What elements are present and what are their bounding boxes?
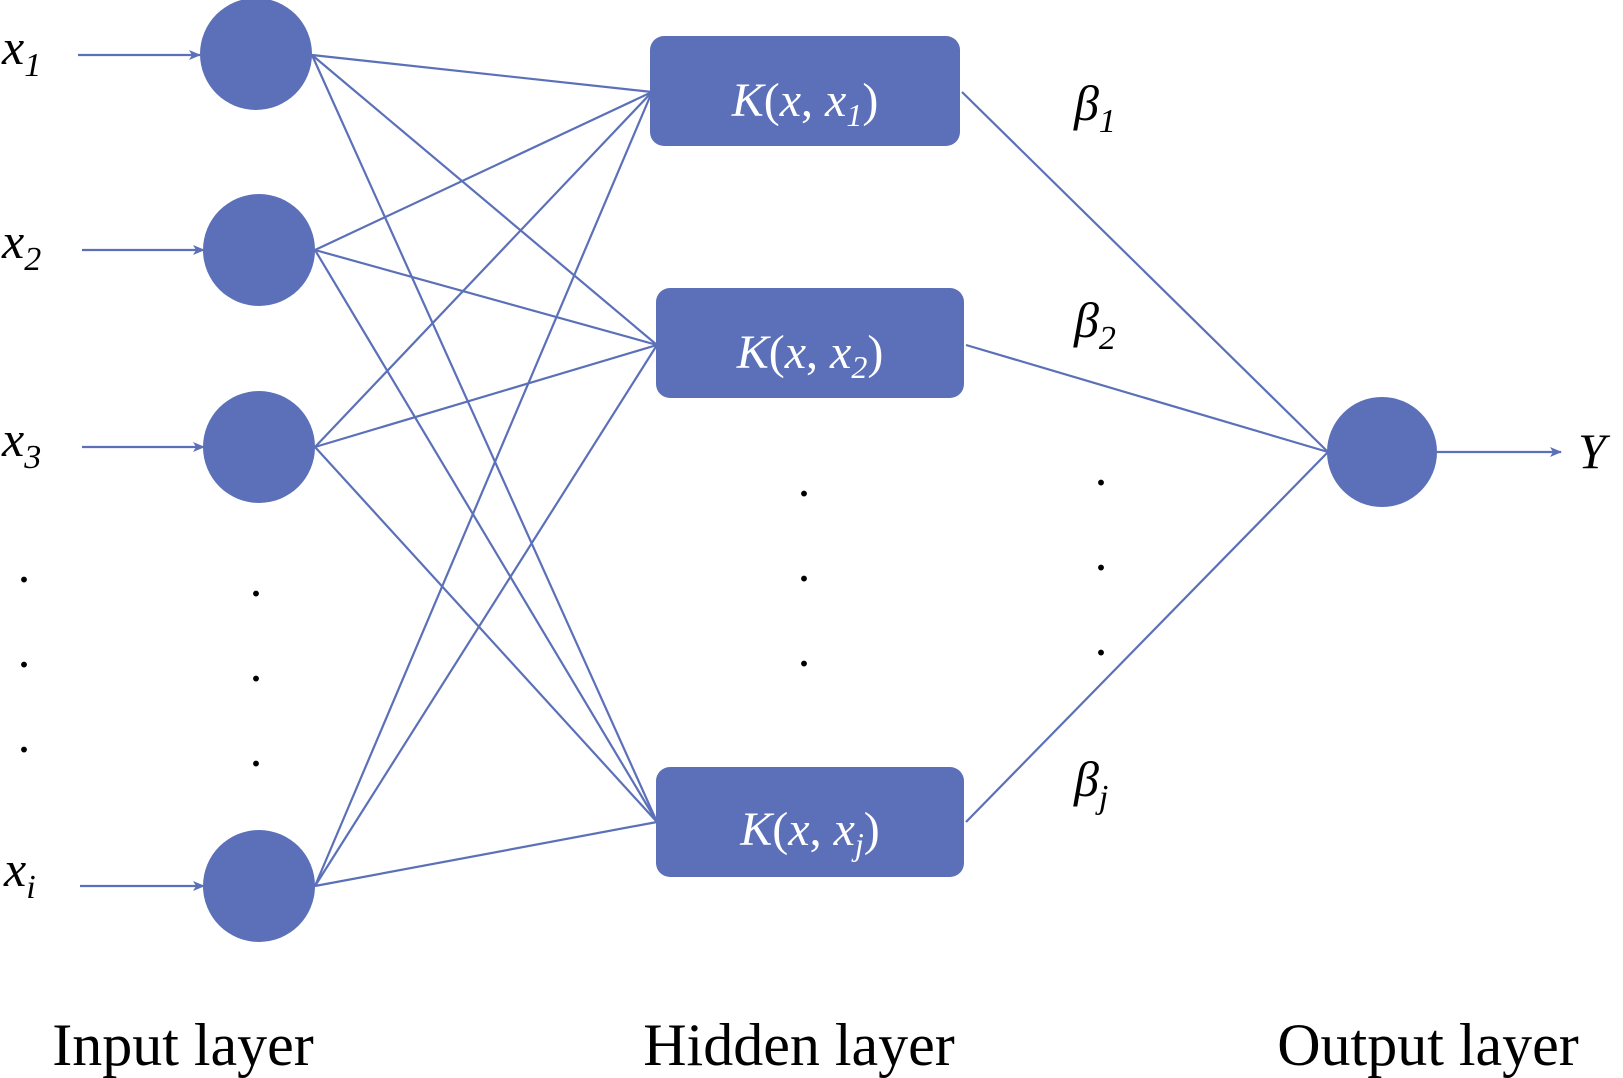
output-label: Y [1578,423,1611,479]
hidden-label-j-close: ) [864,803,880,856]
ellipsis-hidden-3: . [798,621,811,677]
input-layer-label: Input layer [52,1012,314,1078]
ellipsis-input-labels-3: . [18,707,31,763]
input-label-2-var: x [1,213,24,269]
hidden-box-2 [656,288,964,398]
hidden-label-2-close: ) [867,326,883,379]
ellipsis-input-labels-1: . [18,537,31,593]
hidden-layer-label: Hidden layer [643,1012,955,1078]
hidden-label-1-comma: , [801,74,813,127]
weight-label-j-sym: β [1073,751,1099,807]
input-node-3 [203,391,315,503]
hidden-label-1-sub: 1 [846,97,862,133]
input-label-1-sub: 1 [24,47,41,84]
hidden-label-1-close: ) [862,74,878,127]
edge-x2-kj [314,249,658,823]
hidden-label-1-var: x [779,74,801,127]
edge-xi-k1 [313,91,654,887]
ellipsis-hidden-2: . [798,536,811,592]
edge-xi-k2 [314,344,658,887]
edge-x2-k1 [314,91,653,251]
hidden-label-1-fn: K [731,74,767,127]
input-label-1: x1 [1,19,41,84]
edge-x3-k2 [314,343,658,449]
output-layer-label: Output layer [1277,1012,1579,1078]
ellipsis-weights-2: . [1095,525,1108,581]
hidden-label-2-open: ( [769,326,785,379]
ellipsis-input-nodes-2: . [250,636,263,692]
weight-label-j-sub: j [1095,779,1108,816]
hidden-output-edges [961,91,1329,823]
input-label-3-sub: 3 [23,439,41,476]
input-label-2-sub: 2 [24,241,41,278]
input-node-2 [203,194,315,306]
edge-k2-y [965,343,1329,454]
hidden-label-2-fn: K [736,326,772,379]
hidden-boxes [650,36,964,877]
weight-label-2: β2 [1073,292,1116,357]
weight-label-2-sub: 2 [1099,320,1116,357]
hidden-label-1: K(x, x1) [731,74,879,133]
input-arrows [78,50,205,891]
edge-x1-kj [310,54,659,823]
ellipsis-dots: . . . . . . . . . . . . [18,440,1108,777]
edge-x2-k2 [314,248,658,347]
input-nodes [200,0,315,942]
hidden-label-j-open: ( [772,803,788,856]
edge-x3-k1 [314,91,653,448]
ellipsis-weights-3: . [1095,610,1108,666]
input-label-i-sub: i [26,869,35,906]
weight-label-1-sym: β [1073,75,1099,131]
hidden-box-j [656,767,964,877]
input-node-1 [200,0,312,110]
input-hidden-edges [310,53,659,888]
ellipsis-input-labels-2: . [18,622,31,678]
hidden-label-2-var: x [784,326,806,379]
input-label-3: x3 [1,411,41,476]
edge-x3-kj [314,446,658,823]
input-label-2: x2 [1,213,41,278]
hidden-label-1-arg: x [824,74,846,127]
input-label-1-var: x [1,19,24,75]
hidden-box-1 [650,36,960,146]
edge-xi-kj [314,820,658,888]
edge-x1-k2 [311,54,658,346]
input-label-3-var: x [1,411,24,467]
weight-label-1-sub: 1 [1099,103,1116,140]
hidden-label-j-fn: K [739,803,775,856]
hidden-label-1-open: ( [764,74,780,127]
weight-label-j: βj [1073,751,1108,816]
ellipsis-weights-1: . [1095,440,1108,496]
weight-label-1: β1 [1073,75,1116,140]
hidden-label-2-comma: , [806,326,818,379]
hidden-label-2: K(x, x2) [736,326,884,385]
hidden-label-j-comma: , [810,803,822,856]
input-label-i-var: x [3,841,26,897]
edge-k1-y [961,91,1329,453]
hidden-label-2-arg: x [829,326,851,379]
ellipsis-input-nodes-1: . [250,551,263,607]
edge-x1-k1 [311,53,653,94]
hidden-label-j-arg: x [833,803,855,856]
input-node-i [203,830,315,942]
input-label-i: xi [3,841,36,906]
ellipsis-hidden-1: . [798,451,811,507]
hidden-label-j-sub: j [851,826,864,862]
output-node [1327,397,1437,507]
weight-label-2-sym: β [1073,292,1099,348]
hidden-label-j-var: x [787,803,809,856]
hidden-label-2-sub: 2 [851,349,867,385]
hidden-label-j: K(x, xj) [739,803,880,862]
ellipsis-input-nodes-3: . [250,721,263,777]
edge-kj-y [965,451,1329,823]
